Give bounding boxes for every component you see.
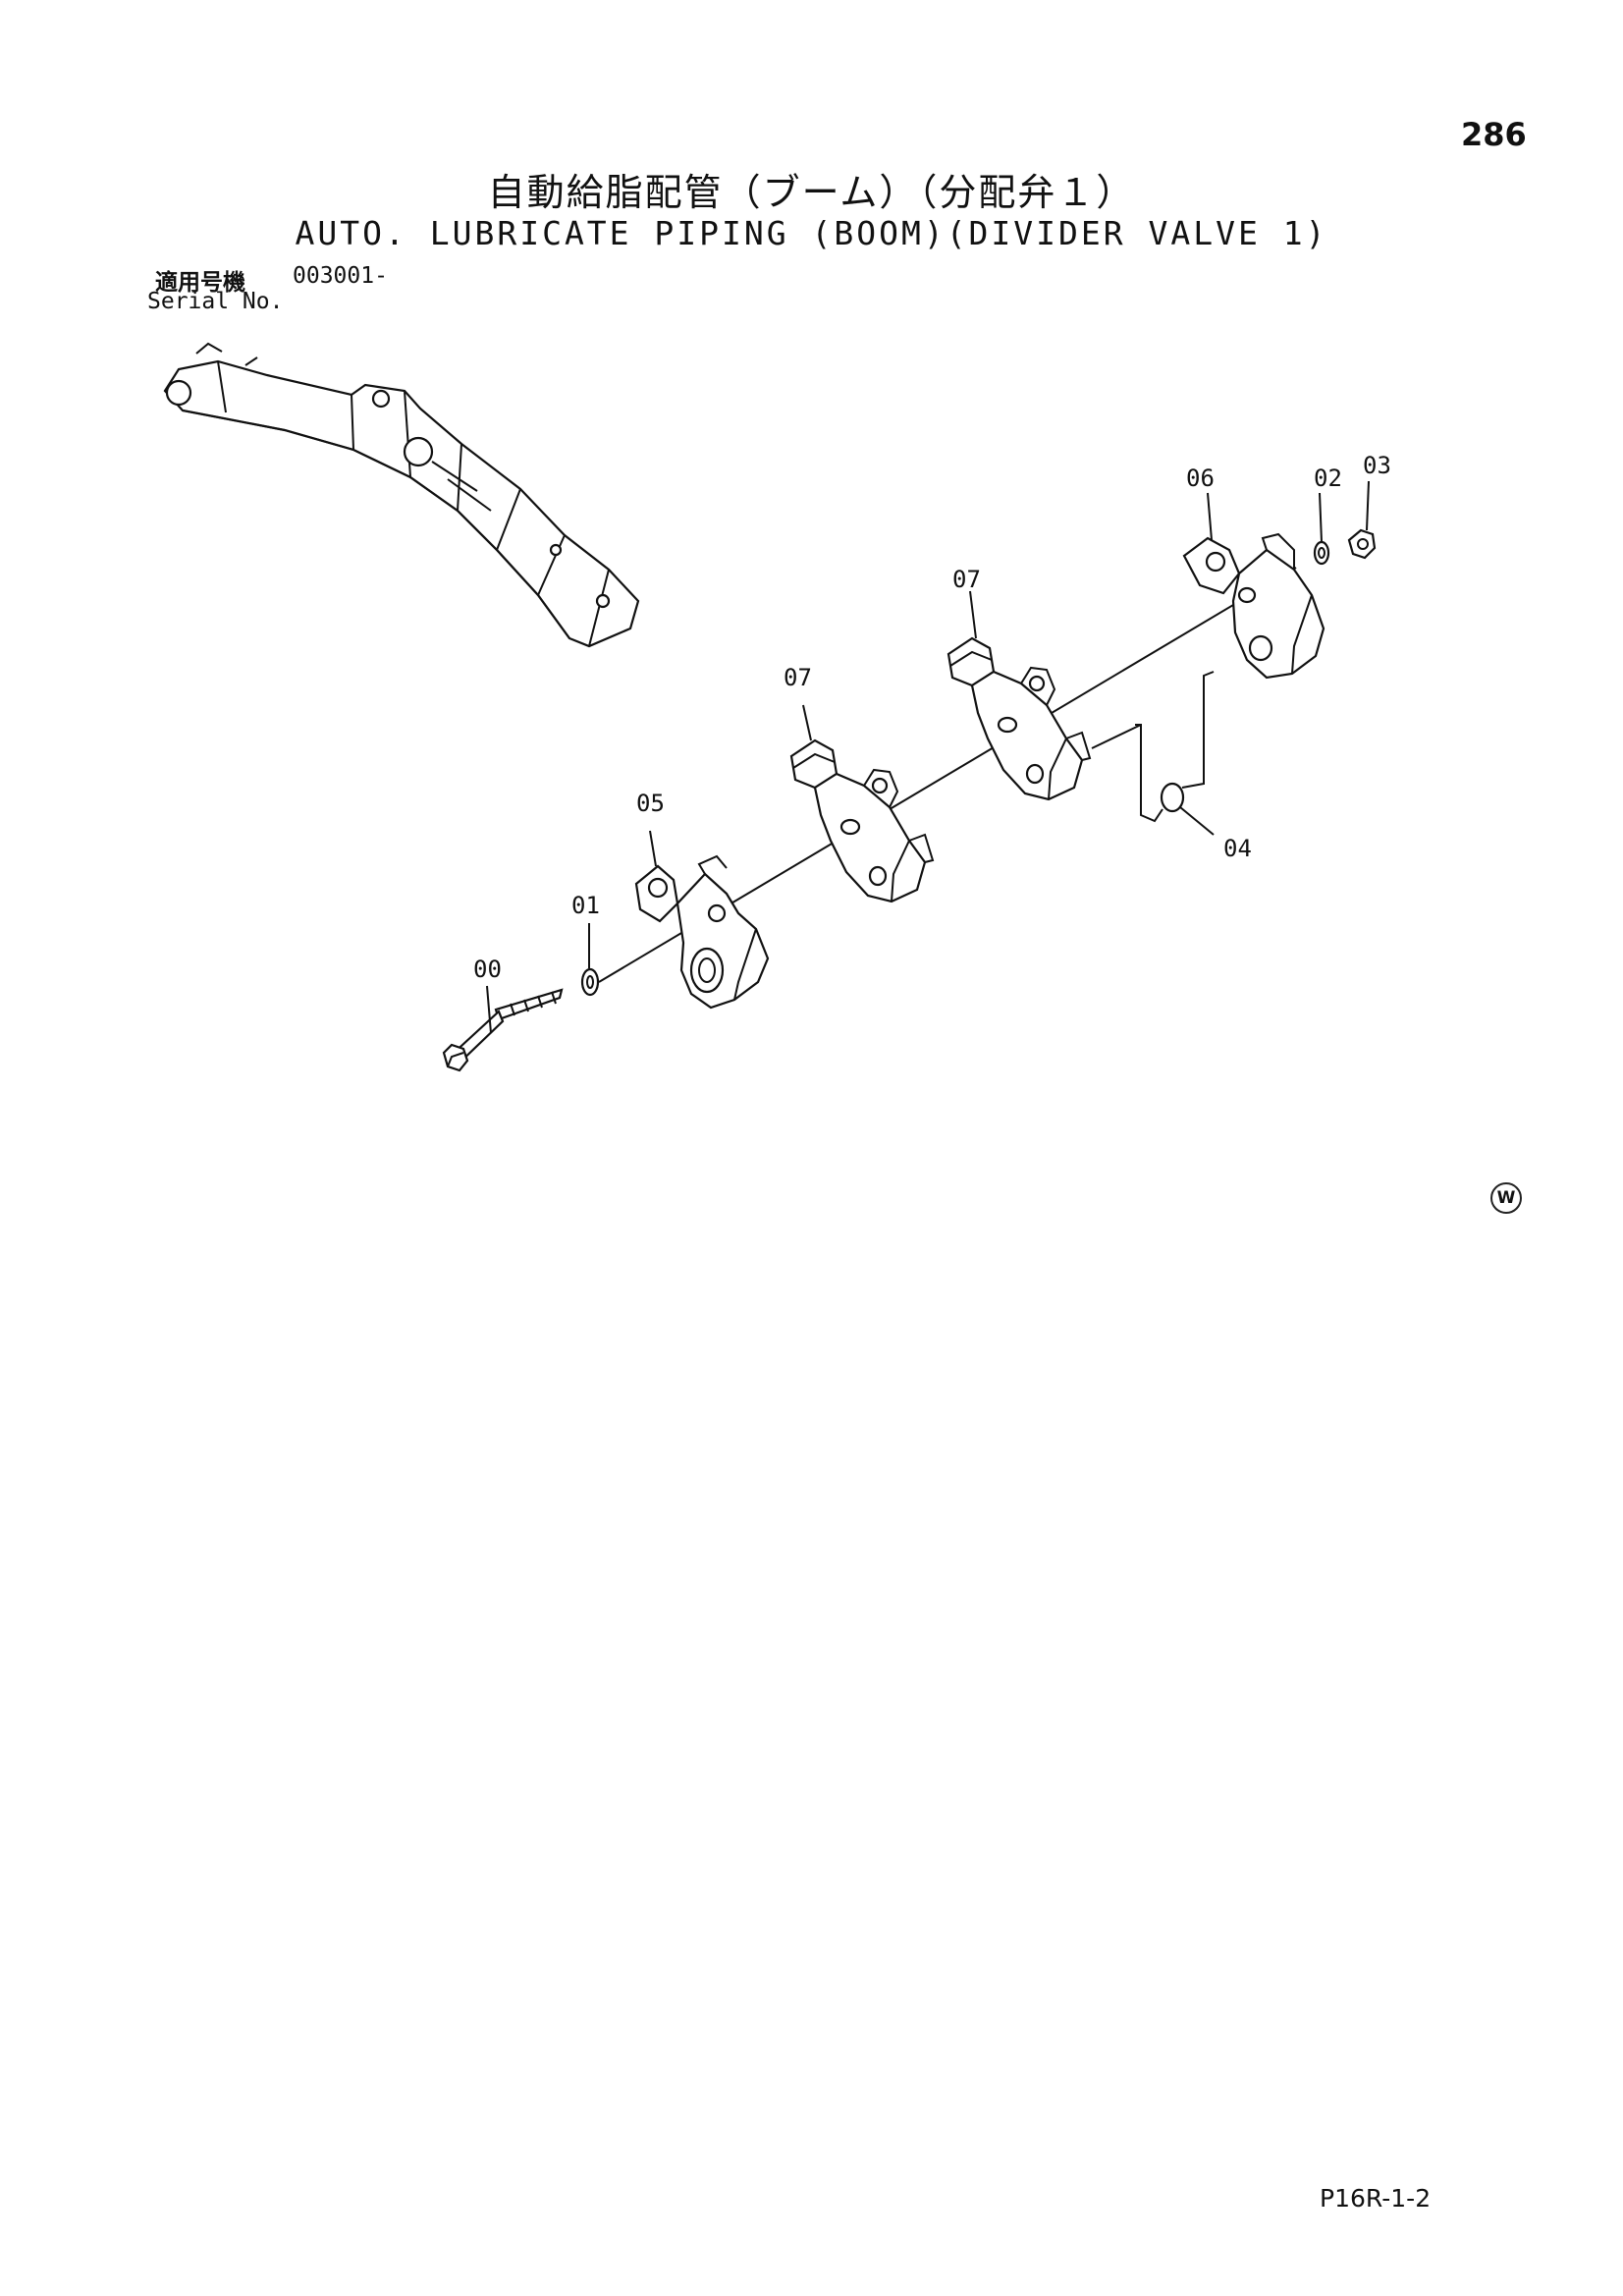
callout-02: 02 bbox=[1314, 465, 1342, 492]
boom-locator-drawing bbox=[163, 342, 640, 648]
title-japanese: 自動給脂配管（ブーム）（分配弁１） bbox=[487, 171, 1136, 214]
serial-number-value: 003001- bbox=[293, 263, 388, 289]
leader-lines bbox=[486, 480, 1370, 1034]
title-english: AUTO. LUBRICATE PIPING (BOOM)(DIVIDER VA… bbox=[295, 214, 1328, 252]
page-number: 286 bbox=[1461, 116, 1527, 153]
part-04-o-ring bbox=[1160, 782, 1185, 813]
callout-00: 00 bbox=[473, 956, 502, 983]
callout-03: 03 bbox=[1363, 452, 1391, 479]
serial-label-japanese: 適用号機 bbox=[155, 270, 245, 296]
callout-04: 04 bbox=[1223, 835, 1252, 862]
serial-label-english: Serial No. bbox=[147, 289, 284, 314]
part-01-washer bbox=[580, 967, 600, 997]
callout-07-lower: 07 bbox=[784, 664, 812, 691]
part-05-end-block bbox=[634, 854, 770, 1010]
part-00-bolt bbox=[442, 988, 564, 1072]
callout-05: 05 bbox=[636, 790, 665, 817]
part-03-nut bbox=[1347, 528, 1377, 560]
footer-code: P16R-1-2 bbox=[1320, 2184, 1432, 2213]
callout-01: 01 bbox=[571, 892, 600, 919]
callout-07-upper: 07 bbox=[952, 566, 981, 593]
circled-w-mark: W bbox=[1490, 1182, 1522, 1214]
part-02-washer bbox=[1313, 540, 1330, 566]
part-07-valve-upper bbox=[947, 636, 1092, 801]
part-07-valve-lower bbox=[789, 738, 935, 903]
callout-06: 06 bbox=[1186, 465, 1215, 492]
part-06-end-block bbox=[1182, 532, 1325, 680]
